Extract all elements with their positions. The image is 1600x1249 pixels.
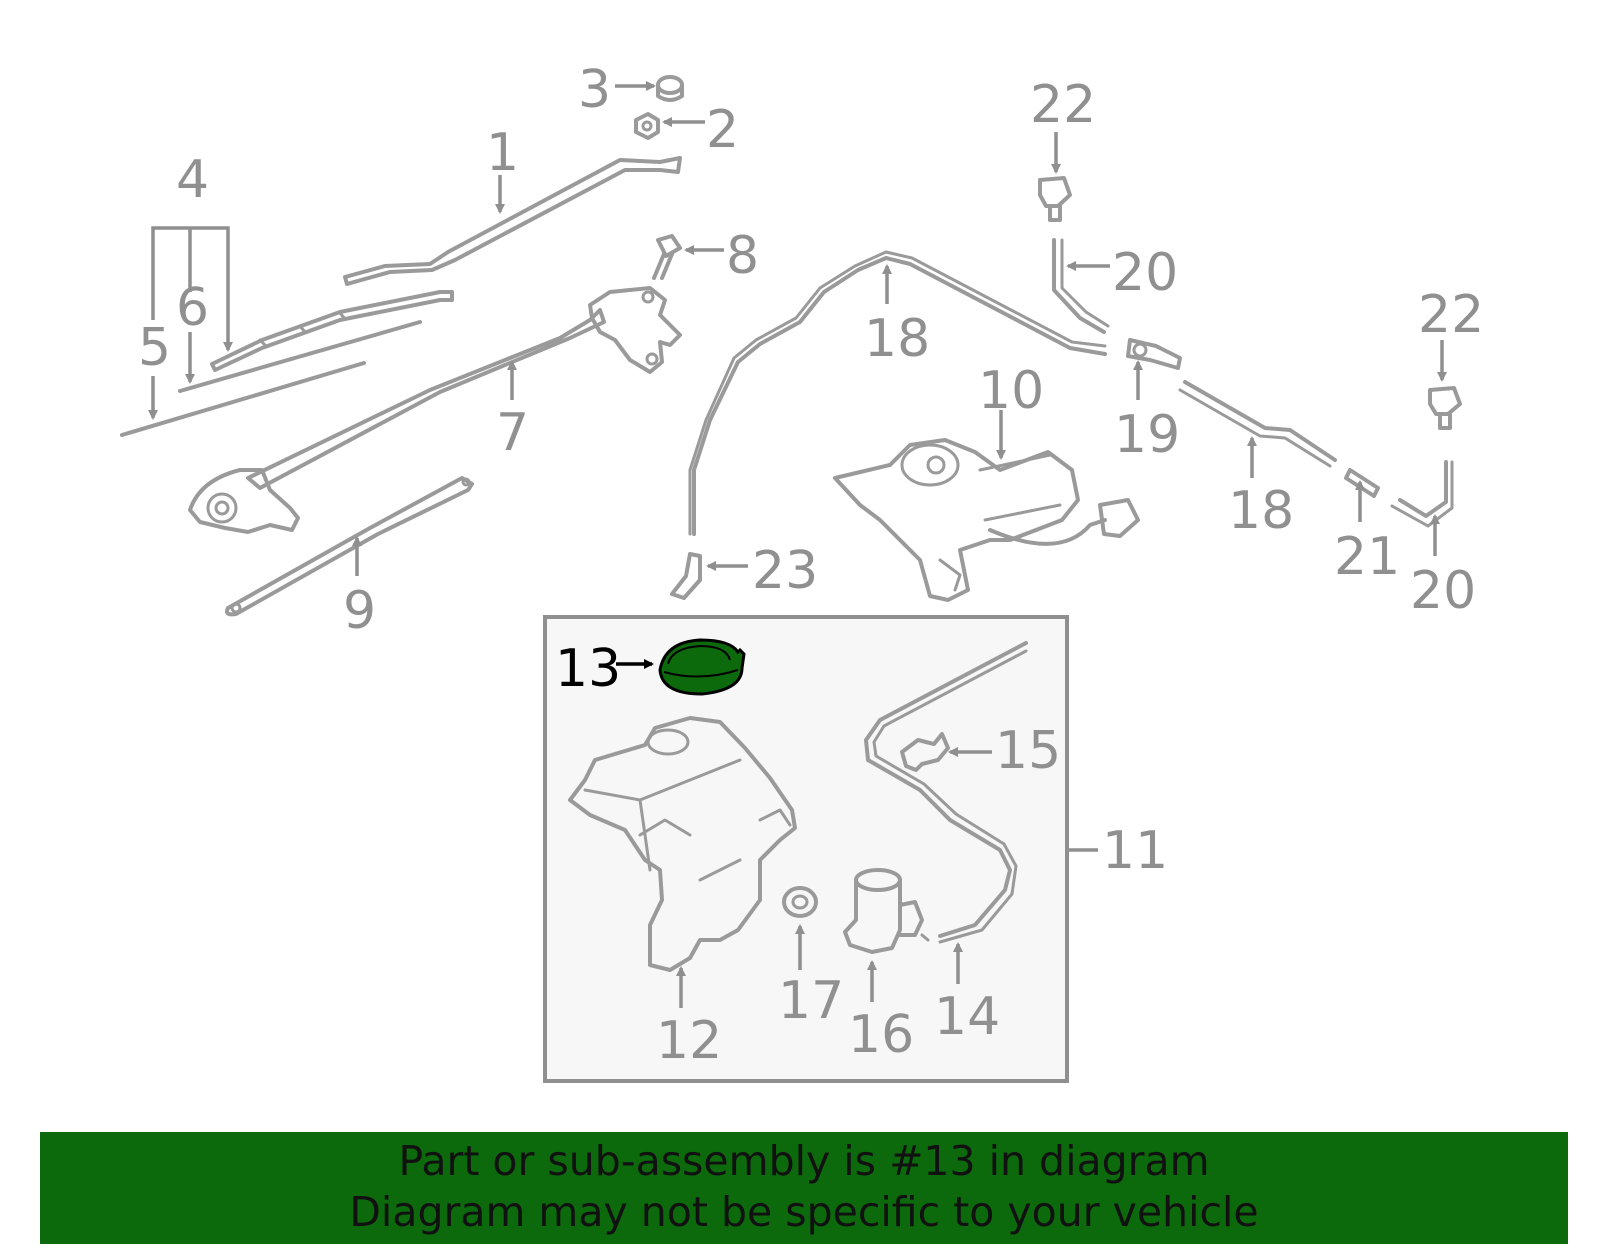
part-16-pump <box>843 868 930 954</box>
label-13: 13 <box>555 639 621 699</box>
part-11-kit-box <box>543 615 1069 1083</box>
label-10: 10 <box>978 361 1044 421</box>
label-5: 5 <box>138 318 171 378</box>
part-15-clip <box>900 732 950 772</box>
label-22-right: 22 <box>1418 285 1484 345</box>
label-18-right: 18 <box>1228 481 1294 541</box>
part-10-motor <box>833 438 1140 602</box>
part-3-cap <box>656 75 684 102</box>
part-17-grommet <box>782 886 818 918</box>
label-20-top: 20 <box>1112 243 1178 303</box>
label-21: 21 <box>1334 527 1400 587</box>
part-22-nozzle-top <box>1038 176 1072 222</box>
label-3: 3 <box>578 60 611 120</box>
label-19: 19 <box>1114 405 1180 465</box>
part-5-refill <box>120 361 366 437</box>
callout-labels: 1 2 3 4 5 6 7 8 9 10 11 12 13 14 15 16 1… <box>138 60 1484 1071</box>
label-4: 4 <box>176 150 209 210</box>
label-23: 23 <box>752 541 818 601</box>
part-9-linkage-rod <box>225 476 474 617</box>
label-17: 17 <box>778 971 844 1031</box>
label-2: 2 <box>706 100 739 160</box>
label-14: 14 <box>934 987 1000 1047</box>
banner-line-1: Part or sub-assembly is #13 in diagram <box>398 1137 1210 1185</box>
part-1-wiper-arm <box>343 156 682 286</box>
part-6-blade <box>178 320 422 393</box>
label-1: 1 <box>486 123 519 183</box>
part-14-hose <box>864 641 1028 944</box>
part-18-hose-left <box>688 250 1107 536</box>
callout-arrows <box>148 81 1447 1008</box>
part-23-connector <box>670 552 702 600</box>
label-22-top: 22 <box>1030 75 1096 135</box>
part-20-hose-top <box>1052 238 1110 334</box>
label-9: 9 <box>343 581 376 641</box>
part-19-connector <box>1126 338 1182 370</box>
part-8-bolt <box>652 234 682 280</box>
label-20-right: 20 <box>1410 561 1476 621</box>
part-12-reservoir <box>568 716 797 972</box>
part-7-wiper-arm <box>188 308 606 534</box>
linkage-bracket <box>588 286 682 374</box>
part-6-blade-insert <box>210 290 454 372</box>
part-22-nozzle-right <box>1428 386 1462 430</box>
label-16: 16 <box>848 1005 914 1065</box>
info-banner: Part or sub-assembly is #13 in diagram D… <box>40 1132 1568 1244</box>
label-11: 11 <box>1102 821 1168 881</box>
part-2-nut <box>634 112 660 140</box>
label-8: 8 <box>726 226 759 286</box>
label-7: 7 <box>496 403 529 463</box>
label-6: 6 <box>176 278 209 338</box>
part-18-hose-right <box>1178 380 1337 468</box>
label-15: 15 <box>995 721 1061 781</box>
label-12: 12 <box>656 1011 722 1071</box>
part-21-joint <box>1344 468 1380 498</box>
banner-line-2: Diagram may not be specific to your vehi… <box>349 1188 1259 1236</box>
part-20-hose-right <box>1390 460 1454 528</box>
label-18-left: 18 <box>864 309 930 369</box>
part-13-cap-highlighted <box>658 638 746 696</box>
